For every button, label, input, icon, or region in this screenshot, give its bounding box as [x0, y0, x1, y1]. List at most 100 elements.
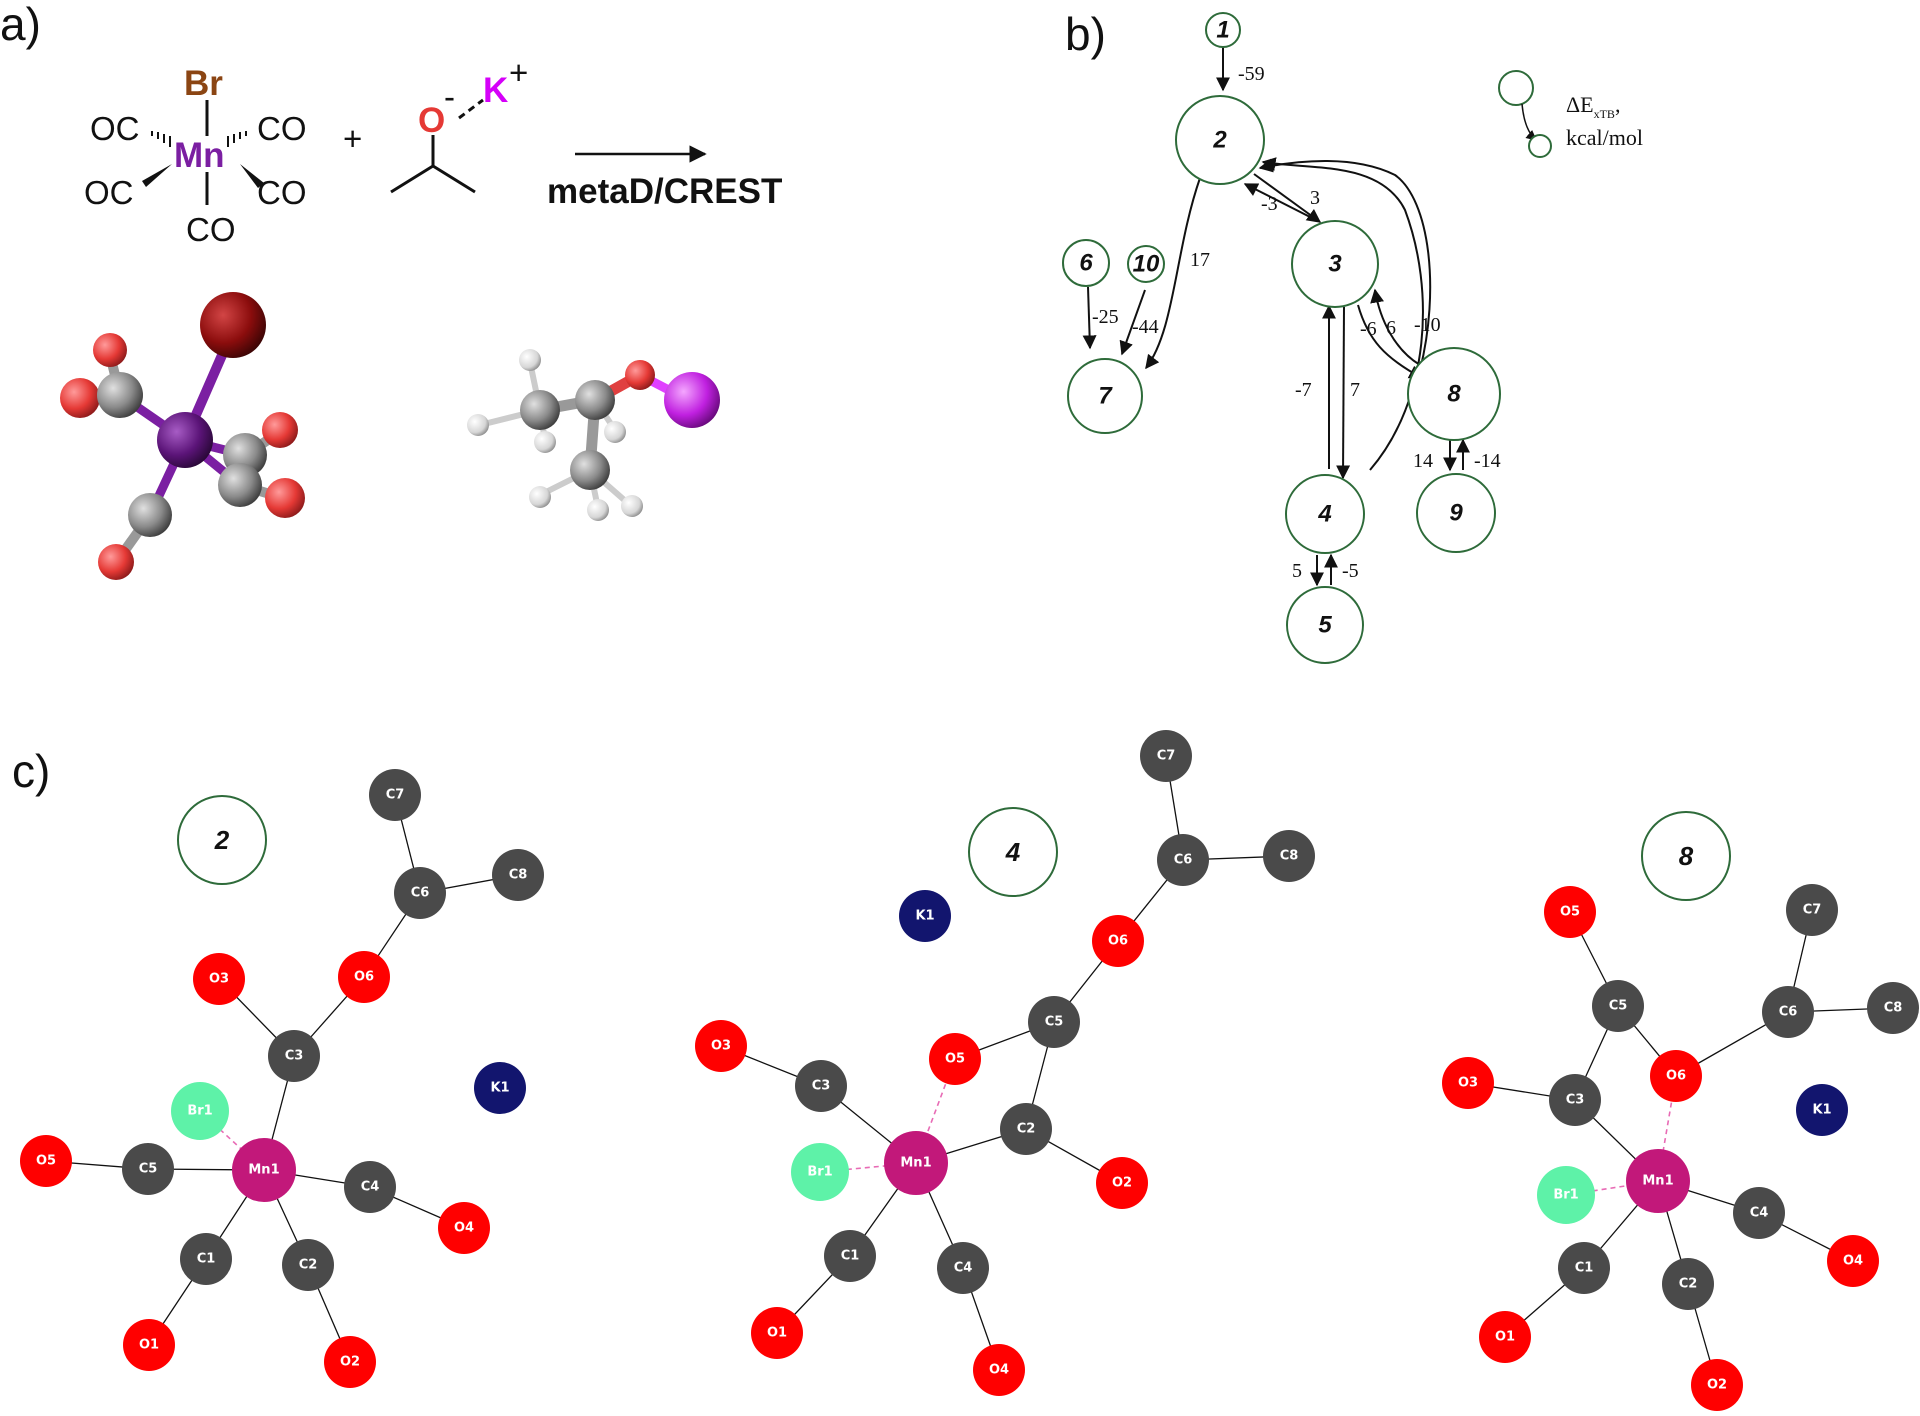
atom-c2 — [1000, 1103, 1052, 1155]
coordination-bond — [819, 1162, 917, 1173]
edge-6-7 — [1082, 286, 1097, 350]
node-8 — [1407, 347, 1501, 441]
legend-unit: kcal/mol — [1566, 125, 1643, 150]
atom-label-k1: K1 — [1812, 1103, 1831, 1118]
atom-o5 — [929, 1033, 981, 1085]
atom-label-c8: C8 — [1280, 849, 1299, 864]
atom-label-c1: C1 — [1575, 1261, 1594, 1276]
node-5 — [1286, 586, 1364, 664]
atom-label-o1: O1 — [1495, 1330, 1515, 1345]
br-symbol: Br — [184, 64, 223, 103]
panel-b-label: b) — [1065, 8, 1106, 60]
atom-o4 — [1827, 1235, 1879, 1287]
atom-o4 — [438, 1202, 490, 1254]
atom-c3 — [268, 1030, 320, 1082]
atom-c7 — [1140, 730, 1192, 782]
atom-label-o4: O4 — [454, 1221, 474, 1236]
structure-ring-label: 4 — [1005, 837, 1021, 867]
atom-k1 — [474, 1062, 526, 1114]
atom-label-c5: C5 — [139, 1162, 158, 1177]
edge-2-7 — [1145, 177, 1201, 370]
atom-br1 — [171, 1082, 229, 1140]
atom-c6 — [394, 867, 446, 919]
atom-label-c3: C3 — [1566, 1093, 1585, 1108]
atom-br1 — [791, 1143, 849, 1201]
alkoxide-oxygen-symbol: O — [418, 101, 445, 140]
atom-label-c8: C8 — [509, 868, 528, 883]
atom-o4 — [973, 1344, 1025, 1396]
structure-ring — [177, 795, 267, 885]
atom-label-k1: K1 — [490, 1081, 509, 1096]
edge-label-4-3: -7 — [1295, 379, 1312, 401]
atom-label-c6: C6 — [1174, 853, 1193, 868]
potassium-symbol: K — [483, 71, 508, 110]
atom-o6 — [338, 951, 390, 1003]
co-bottom-label: CO — [186, 211, 236, 248]
atom-o2 — [1096, 1157, 1148, 1209]
structure-ring — [968, 807, 1058, 897]
node-5-label: 5 — [1318, 612, 1332, 639]
node-8-label: 8 — [1447, 381, 1461, 408]
atom-label-c7: C7 — [1803, 903, 1822, 918]
atom-label-br1: Br1 — [807, 1165, 832, 1180]
atom-k1 — [899, 890, 951, 942]
edge-label-8-2: -10 — [1414, 314, 1441, 336]
edge-label-6-7: -25 — [1092, 306, 1119, 328]
atom-o3 — [1442, 1057, 1494, 1109]
node-10-label: 10 — [1133, 251, 1160, 278]
atom-label-o2: O2 — [340, 1355, 360, 1370]
atom-c3 — [795, 1060, 847, 1112]
node-3 — [1291, 220, 1379, 308]
atom-label-c2: C2 — [299, 1258, 318, 1273]
co-top-right-label: CO — [257, 110, 307, 147]
edge-label-5-4: -5 — [1342, 560, 1359, 582]
atom-label-br1: Br1 — [1553, 1188, 1578, 1203]
atom-o1 — [751, 1307, 803, 1359]
atom-label-mn1: Mn1 — [248, 1163, 279, 1178]
atom-c1 — [824, 1230, 876, 1282]
atom-label-o4: O4 — [1843, 1254, 1863, 1269]
atom-label-o6: O6 — [1108, 934, 1128, 949]
atom-label-c2: C2 — [1017, 1122, 1036, 1137]
network-legend: ΔExTB, kcal/mol — [1498, 70, 1643, 158]
atom-label-br1: Br1 — [187, 1104, 212, 1119]
atom-c8 — [1867, 982, 1919, 1034]
atom-c2 — [1662, 1258, 1714, 1310]
atom-label-c4: C4 — [361, 1180, 380, 1195]
atom-c1 — [180, 1233, 232, 1285]
mn-complex-2d: Br Mn CO OC CO OC CO — [84, 64, 307, 248]
atom-label-c1: C1 — [197, 1252, 216, 1267]
edge-10-7 — [1119, 289, 1146, 356]
atom-label-mn1: Mn1 — [1642, 1174, 1673, 1189]
atom-c5 — [1592, 980, 1644, 1032]
atom-label-o6: O6 — [1666, 1069, 1686, 1084]
panel-c-label: c) — [12, 745, 50, 797]
atom-label-c4: C4 — [1750, 1206, 1769, 1221]
plus-sign: + — [343, 120, 362, 157]
atom-label-c7: C7 — [1157, 749, 1176, 764]
edge-label-3-2: -3 — [1261, 193, 1278, 215]
node-1-label: 1 — [1216, 17, 1229, 44]
reaction-arrow-caption: metaD/CREST — [547, 172, 782, 211]
edge-label-2-3: 3 — [1310, 187, 1320, 209]
edge-label-4-5: 5 — [1292, 560, 1302, 582]
atom-label-o1: O1 — [139, 1338, 159, 1353]
mn-symbol: Mn — [174, 136, 225, 175]
atom-o6 — [1092, 915, 1144, 967]
atom-o3 — [695, 1020, 747, 1072]
edge-label-8-3: 6 — [1386, 317, 1396, 339]
edge-3-4 — [1336, 306, 1351, 480]
atom-k1 — [1796, 1084, 1848, 1136]
edge-label-8-9: 14 — [1413, 450, 1433, 472]
atom-label-o1: O1 — [767, 1326, 787, 1341]
isopropoxide-k-3d-model — [467, 349, 720, 521]
node-4-label: 4 — [1317, 501, 1331, 528]
atom-label-o3: O3 — [209, 972, 229, 987]
atom-label-o2: O2 — [1707, 1378, 1727, 1393]
structure-ring — [1641, 811, 1731, 901]
atom-label-mn1: Mn1 — [900, 1156, 931, 1171]
structure-ring-label: 2 — [214, 825, 230, 855]
atom-c8 — [492, 849, 544, 901]
